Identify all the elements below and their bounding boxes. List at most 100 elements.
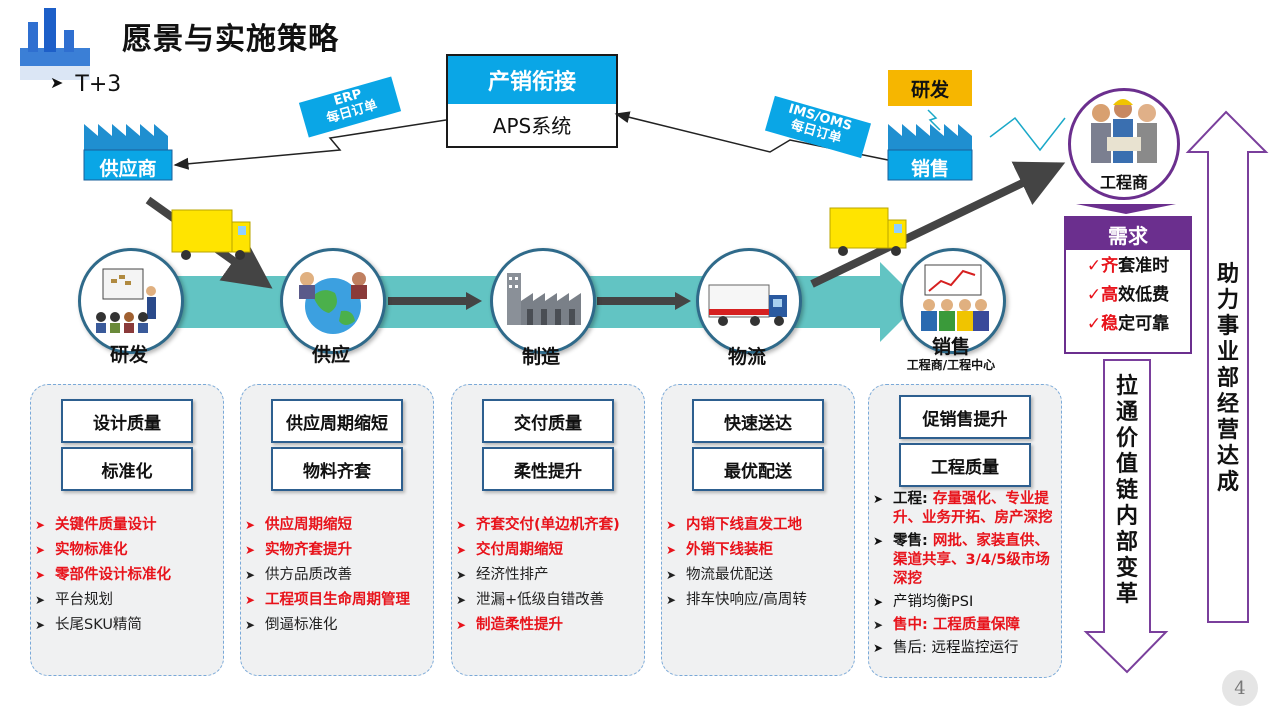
- panel-box: 促销售提升: [899, 395, 1031, 439]
- page-title: 愿景与实施策略: [122, 22, 339, 57]
- list-item: ➤零售: 网批、家装直供、渠道共享、3/4/5级市场深挖: [873, 533, 1050, 587]
- panel-box: 标准化: [61, 447, 193, 491]
- bullet-arrow-icon: ➤: [35, 593, 46, 607]
- panel-box: 设计质量: [61, 399, 193, 443]
- panel-box: 工程质量: [899, 443, 1031, 487]
- bullet-arrow-icon: ➤: [245, 518, 256, 532]
- bullet-arrow-icon: ➤: [456, 593, 467, 607]
- list-item: ➤售后: 远程监控运行: [873, 640, 1019, 656]
- panel-box: 快速送达: [692, 399, 824, 443]
- demand-item: ✓稳定可靠: [1086, 314, 1170, 334]
- panel-box: 交付质量: [482, 399, 614, 443]
- sales-factory-icon: [887, 109, 973, 181]
- bullet-arrow-icon: ➤: [35, 568, 46, 582]
- panel-manufacturing: 交付质量 柔性提升 ➤齐套交付(单边机齐套) ➤交付周期缩短 ➤经济性排产 ➤泄…: [451, 384, 645, 676]
- factory-icon: [507, 273, 581, 325]
- bullet-arrow-icon: ➤: [666, 568, 677, 582]
- panel-sales: 促销售提升 工程质量 ➤工程: 存量强化、专业提升、业务开拓、房产深挖 ➤零售:…: [868, 384, 1062, 678]
- down-arrow-text: 拉通价 值链内 部变革: [1115, 374, 1138, 607]
- ims-tag: [764, 95, 872, 159]
- page-number: 4: [1222, 670, 1258, 706]
- bullet-arrow-icon: ➤: [245, 618, 256, 632]
- feedback-wave: [989, 116, 1066, 152]
- subtitle: ➤T+3: [50, 72, 121, 97]
- panel-list: ➤工程: 存量强化、专业提升、业务开拓、房产深挖 ➤零售: 网批、家装直供、渠道…: [873, 490, 1059, 662]
- list-item: ➤交付周期缩短: [456, 538, 644, 563]
- list-item: ➤供应周期缩短: [245, 513, 433, 538]
- list-item: ➤产销均衡PSI: [873, 594, 974, 610]
- sales-factory-label: 销售: [910, 158, 949, 180]
- demand-box: 需求 ✓齐套准时 ✓高效低费 ✓稳定可靠: [1064, 216, 1192, 354]
- bullet-arrow-icon: ➤: [35, 518, 46, 532]
- stage-manufacturing-circle: [490, 248, 596, 354]
- panel-list: ➤关键件质量设计 ➤实物标准化 ➤零部件设计标准化 ➤平台规划 ➤长尾SKU精简: [35, 513, 223, 638]
- aps-box: 产销衔接 APS系统: [446, 54, 618, 148]
- rd-badge: 研发: [888, 70, 972, 106]
- list-item: ➤制造柔性提升: [456, 613, 644, 638]
- list-item: ➤泄漏+低级自错改善: [456, 588, 644, 613]
- list-item: ➤齐套交付(单边机齐套): [456, 513, 644, 538]
- stage-label-sales: 销售: [931, 336, 970, 358]
- bullet-arrow-icon: ➤: [456, 568, 467, 582]
- bullet-arrow-icon: ➤: [873, 492, 884, 506]
- list-item: ➤供方品质改善: [245, 563, 433, 588]
- stage-sublabel-sales: 工程商/工程中心: [906, 358, 996, 372]
- up-arrow: [1185, 110, 1269, 623]
- stage-label-manufacturing: 制造: [521, 346, 560, 368]
- panel-box: 柔性提升: [482, 447, 614, 491]
- bullet-arrow-icon: ➤: [873, 618, 884, 632]
- list-item: ➤外销下线装柜: [666, 538, 854, 563]
- panel-rd: 设计质量 标准化 ➤关键件质量设计 ➤实物标准化 ➤零部件设计标准化 ➤平台规划…: [30, 384, 224, 676]
- panel-supply: 供应周期缩短 物料齐套 ➤供应周期缩短 ➤实物齐套提升 ➤供方品质改善 ➤工程项…: [240, 384, 434, 676]
- demand-pointer: [1076, 204, 1176, 214]
- bullet-arrow-icon: ➤: [245, 543, 256, 557]
- aps-system: APS系统: [492, 113, 572, 138]
- bullet-arrow-icon: ➤: [873, 534, 884, 548]
- panel-list: ➤内销下线直发工地 ➤外销下线装柜 ➤物流最优配送 ➤排车快响应/高周转: [666, 513, 854, 613]
- stage-sales-circle: [900, 248, 1006, 354]
- supplier-label: 供应商: [99, 158, 157, 180]
- supplier-factory-icon: [83, 124, 173, 181]
- demand-item: ✓齐套准时: [1086, 256, 1170, 276]
- erp-order-line: [173, 119, 447, 170]
- panel-box: 物料齐套: [271, 447, 403, 491]
- bullet-arrow-icon: ➤: [456, 543, 467, 557]
- panel-logistics: 快速送达 最优配送 ➤内销下线直发工地 ➤外销下线装柜 ➤物流最优配送 ➤排车快…: [661, 384, 855, 676]
- list-item: ➤零部件设计标准化: [35, 563, 223, 588]
- stage-rd-circle: [78, 248, 184, 354]
- list-item: ➤工程项目生命周期管理: [245, 588, 433, 613]
- bullet-arrow-icon: ➤: [873, 641, 884, 655]
- list-item: ➤实物齐套提升: [245, 538, 433, 563]
- up-arrow-text: 助力事 业部经 营达成: [1216, 262, 1239, 495]
- list-item: ➤售中: 工程质量保障: [873, 617, 1020, 633]
- bullet-arrow-icon: ➤: [666, 518, 677, 532]
- engineer-label: 工程商: [1099, 173, 1148, 192]
- bullet-arrow-icon: ➤: [245, 568, 256, 582]
- globe-icon: [299, 272, 367, 334]
- list-item: ➤经济性排产: [456, 563, 644, 588]
- delivery-truck-icon: [708, 284, 787, 326]
- bullet-arrow-icon: ➤: [245, 593, 256, 607]
- company-logo: [20, 8, 90, 80]
- sales-team-icon: [921, 264, 989, 331]
- list-item: ➤排车快响应/高周转: [666, 588, 854, 613]
- bullet-arrow-icon: ➤: [666, 543, 677, 557]
- engineers-icon: [1091, 99, 1157, 163]
- down-arrow: [1083, 359, 1169, 674]
- truck-icon-left: [171, 209, 251, 260]
- bullet-arrow-icon: ➤: [666, 593, 677, 607]
- stage-arrows: [388, 292, 691, 310]
- bullet-arrow-icon: ➤: [873, 595, 884, 609]
- panel-box: 供应周期缩短: [271, 399, 403, 443]
- bullet-arrow-icon: ➤: [456, 518, 467, 532]
- list-item: ➤内销下线直发工地: [666, 513, 854, 538]
- list-item: ➤长尾SKU精简: [35, 613, 223, 638]
- list-item: ➤实物标准化: [35, 538, 223, 563]
- bullet-arrow-icon: ➤: [456, 618, 467, 632]
- erp-tag: [298, 76, 402, 138]
- list-item: ➤工程: 存量强化、专业提升、业务开拓、房产深挖: [873, 491, 1053, 526]
- bullet-arrow-icon: ➤: [50, 73, 64, 92]
- bullet-arrow-icon: ➤: [35, 543, 46, 557]
- logistics-to-engineer-arrow: [810, 161, 1066, 288]
- panel-list: ➤供应周期缩短 ➤实物齐套提升 ➤供方品质改善 ➤工程项目生命周期管理 ➤倒逼标…: [245, 513, 433, 638]
